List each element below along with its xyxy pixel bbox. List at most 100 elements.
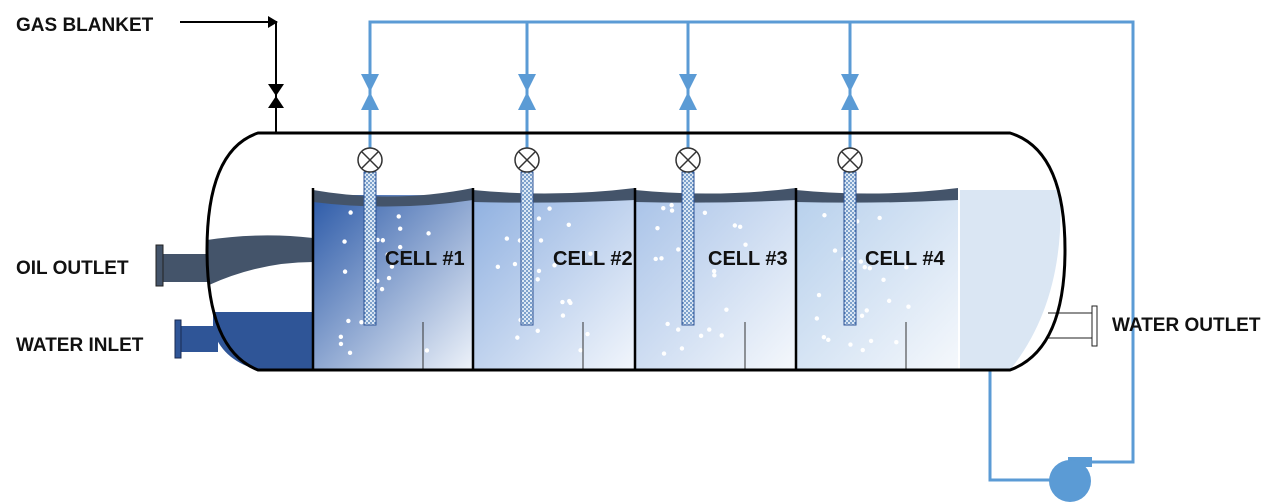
pump-icon bbox=[1049, 457, 1092, 502]
valve-icon[interactable] bbox=[679, 74, 697, 110]
gas-bubble bbox=[707, 327, 712, 332]
water-inlet-label: WATER INLET bbox=[16, 335, 144, 356]
gas-bubble bbox=[535, 277, 540, 282]
gas-sparger bbox=[681, 171, 695, 326]
gas-bubble bbox=[894, 340, 899, 345]
gas-bubble bbox=[359, 319, 364, 325]
cell-4: CELL #4 bbox=[794, 74, 958, 370]
cell-label: CELL #2 bbox=[553, 248, 633, 270]
gas-bubble bbox=[712, 273, 717, 278]
gas-bubble bbox=[737, 224, 743, 230]
gas-bubble bbox=[538, 238, 544, 243]
gas-bubble bbox=[743, 242, 748, 247]
gas-bubble bbox=[380, 238, 386, 243]
gas-bubble bbox=[669, 208, 675, 213]
gas-bubble bbox=[661, 351, 667, 356]
oil-outlet-pipe bbox=[160, 254, 212, 282]
gas-sparger bbox=[520, 171, 534, 326]
gas-bubble bbox=[578, 348, 583, 353]
gas-bubble bbox=[679, 346, 685, 351]
froth-layer bbox=[635, 188, 796, 203]
flow-indicator-icon bbox=[837, 147, 863, 173]
gas-bubble bbox=[877, 215, 882, 221]
gas-bubble bbox=[495, 264, 501, 270]
cell-water bbox=[635, 195, 796, 370]
gas-blanket-label: GAS BLANKET bbox=[16, 15, 154, 36]
gas-bubble bbox=[389, 264, 395, 269]
water-outlet-pipe bbox=[1048, 305, 1098, 347]
gas-bubble bbox=[397, 226, 403, 231]
gas-bubble bbox=[669, 202, 674, 208]
gas-bubble bbox=[665, 321, 670, 327]
gas-bubble bbox=[676, 327, 681, 332]
gas-bubble bbox=[881, 277, 886, 283]
gas-bubble bbox=[724, 307, 729, 312]
gas-bubble bbox=[653, 256, 658, 262]
gas-bubble bbox=[338, 341, 344, 347]
gas-bubble bbox=[396, 214, 401, 219]
cell-3: CELL #3 bbox=[633, 74, 796, 370]
cell-label: CELL #4 bbox=[865, 248, 946, 270]
cell-water bbox=[313, 195, 473, 370]
water-outlet-label: WATER OUTLET bbox=[1112, 315, 1261, 336]
vessel-shell bbox=[205, 131, 1067, 372]
gas-bubble bbox=[338, 334, 344, 340]
flow-indicator-icon bbox=[514, 147, 540, 173]
gas-bubble bbox=[585, 331, 590, 337]
gas-bubble bbox=[732, 223, 738, 228]
gas-bubble bbox=[347, 350, 353, 356]
cell-water bbox=[473, 195, 635, 370]
gas-bubble bbox=[826, 337, 831, 343]
gas-bubble bbox=[698, 333, 704, 339]
gas-sparger bbox=[363, 171, 377, 326]
gas-bubble bbox=[512, 261, 518, 267]
gas-bubble bbox=[864, 308, 869, 313]
valve-icon[interactable] bbox=[361, 74, 379, 110]
gas-bubble bbox=[661, 205, 666, 211]
froth-layer bbox=[473, 188, 635, 203]
froth-layer bbox=[796, 188, 958, 203]
gas-bubble bbox=[859, 313, 865, 319]
gas-bubble bbox=[515, 335, 520, 340]
gas-blanket-line bbox=[180, 16, 284, 133]
oil-outlet-label: OIL OUTLET bbox=[16, 258, 129, 279]
gas-bubble bbox=[386, 275, 392, 281]
gas-bubble bbox=[655, 225, 660, 231]
cell-1: CELL #1 bbox=[311, 74, 473, 370]
cell-label: CELL #3 bbox=[708, 248, 788, 270]
valve-icon[interactable] bbox=[841, 74, 859, 110]
gas-bubble bbox=[547, 206, 552, 211]
gas-bubble bbox=[536, 268, 542, 274]
cell-label: CELL #1 bbox=[385, 248, 465, 270]
gas-bubble bbox=[659, 256, 664, 261]
gas-bubble bbox=[860, 347, 865, 353]
clean-water-zone bbox=[960, 190, 1061, 370]
gas-bubble bbox=[342, 239, 347, 244]
gas-bubble bbox=[567, 298, 572, 304]
gas-bubble bbox=[426, 231, 431, 236]
gas-bubble bbox=[858, 259, 864, 264]
water-inlet-flange bbox=[174, 319, 182, 359]
gas-bubble bbox=[867, 266, 873, 271]
flotation-cells: CELL #1 CELL #2 CELL #3 CELL #4 bbox=[311, 74, 958, 370]
flow-indicator-icon bbox=[675, 147, 701, 173]
gas-bubble bbox=[904, 265, 909, 270]
gas-bubble bbox=[536, 216, 542, 221]
gas-bubble bbox=[385, 252, 390, 257]
gas-bubble bbox=[862, 264, 867, 270]
gas-bubble bbox=[719, 333, 724, 338]
gas-bubble bbox=[906, 304, 911, 309]
gas-bubble bbox=[552, 263, 557, 268]
gas-bubble bbox=[424, 348, 430, 353]
valve-icon[interactable] bbox=[518, 74, 536, 110]
gas-bubble bbox=[832, 248, 838, 253]
gas-bubble bbox=[822, 213, 827, 218]
gas-bubble bbox=[342, 269, 348, 274]
gas-bubble bbox=[886, 298, 892, 304]
gas-bubble bbox=[702, 210, 708, 216]
gas-bubble bbox=[676, 247, 681, 252]
gas-bubble bbox=[848, 342, 853, 347]
gas-bubble bbox=[566, 222, 571, 227]
gas-bubble bbox=[397, 244, 403, 250]
